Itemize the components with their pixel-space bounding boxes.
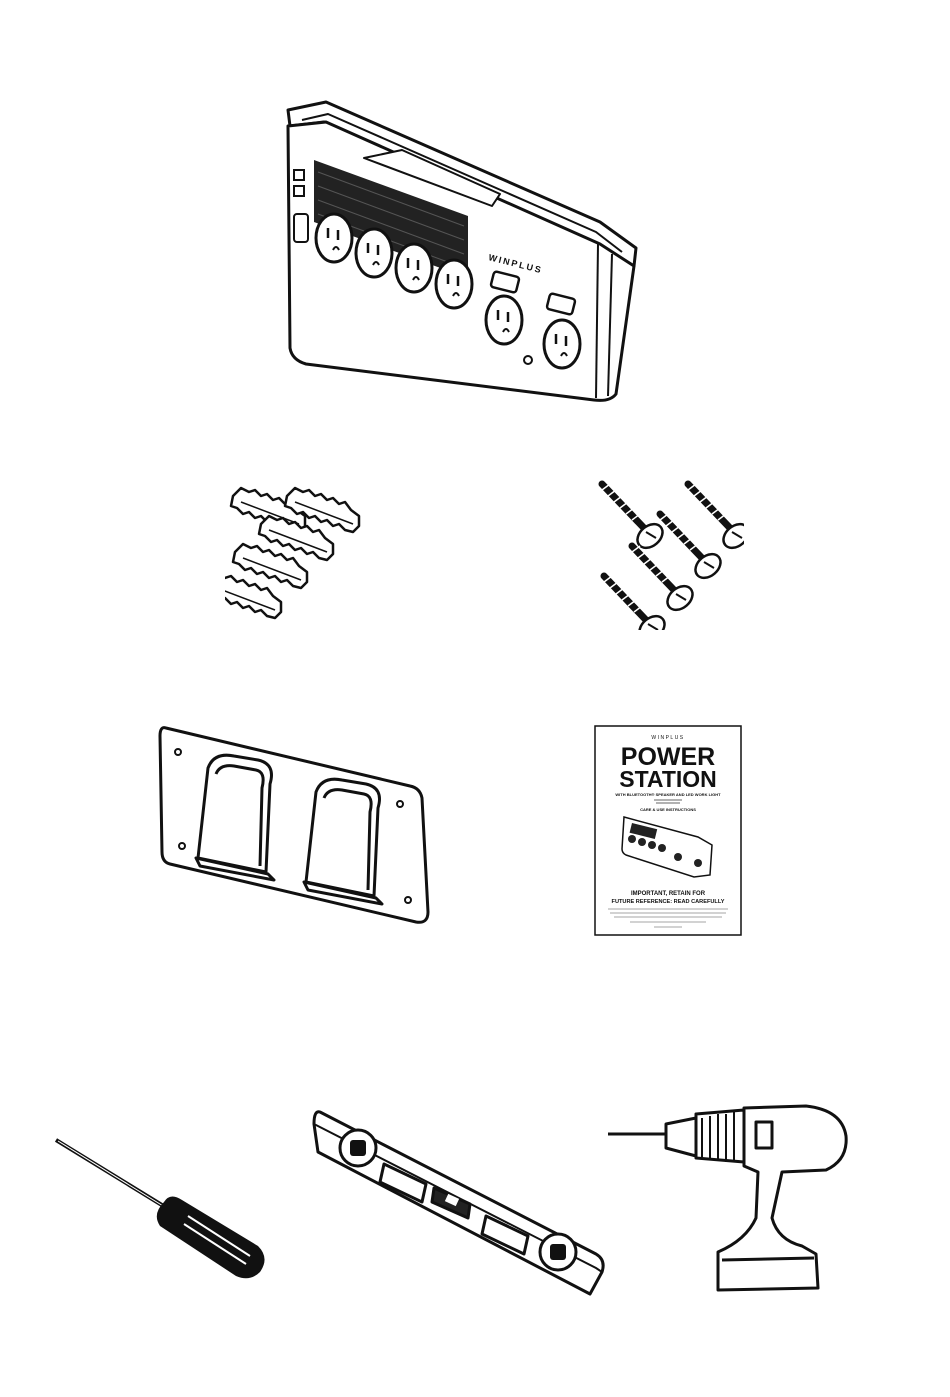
manual-booklet: WINPLUS POWER STATION WITH BLUETOOTH® SP…	[594, 725, 742, 936]
manual-section: CARE & USE INSTRUCTIONS	[640, 807, 696, 812]
manual-booklet-icon: WINPLUS POWER STATION WITH BLUETOOTH® SP…	[594, 725, 742, 936]
spirit-level-icon	[310, 1104, 612, 1300]
power-station-illustration: WINPLUS	[278, 98, 648, 403]
screw-icon	[594, 476, 744, 630]
screwdriver-illustration	[52, 1136, 270, 1286]
screwdriver-icon	[52, 1136, 270, 1286]
spirit-level-illustration	[310, 1104, 612, 1300]
power-drill-icon	[606, 1100, 852, 1296]
manual-subtitle: WITH BLUETOOTH® SPEAKER AND LED WORK LIG…	[615, 792, 721, 797]
mounting-bracket-illustration	[158, 722, 438, 930]
wall-anchor-icon	[225, 484, 390, 634]
mounting-bracket-icon	[158, 722, 438, 930]
manual-title-line2: STATION	[619, 766, 717, 792]
manual-warning-line1: IMPORTANT, RETAIN FOR	[631, 891, 706, 897]
power-strip-icon: WINPLUS	[278, 98, 648, 403]
power-drill-illustration	[606, 1100, 852, 1296]
wall-anchors-illustration	[225, 484, 390, 634]
manual-brand: WINPLUS	[651, 735, 684, 741]
manual-warning-line2: FUTURE REFERENCE: READ CAREFULLY	[612, 899, 725, 905]
screws-illustration	[594, 476, 744, 630]
